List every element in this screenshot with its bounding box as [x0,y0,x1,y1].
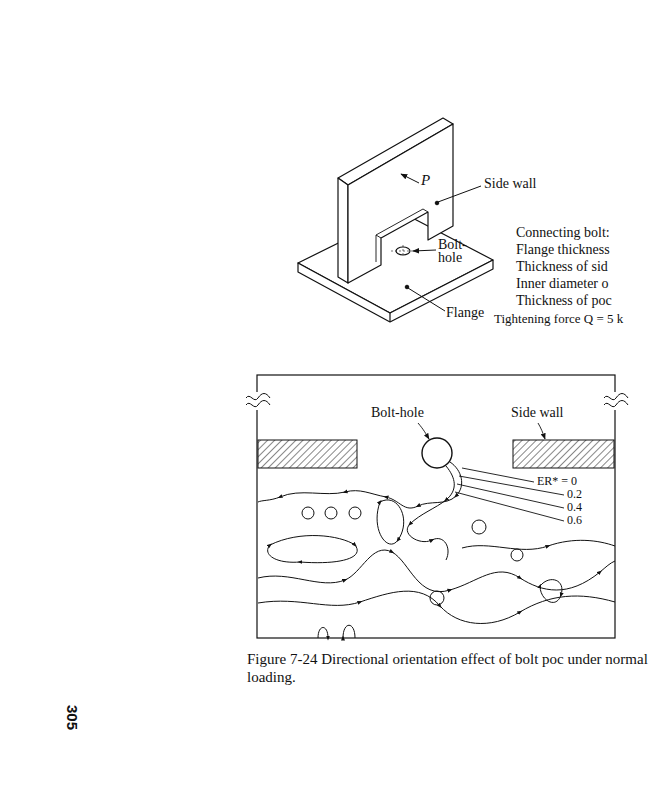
contour [462,540,615,549]
leader-arrow [538,423,545,439]
part-name: Side wall [511,405,564,421]
bracket-sketch [298,118,493,322]
contour [258,591,615,623]
leader-line [462,468,534,482]
part-name: Side wall [484,176,537,192]
load-arrow [401,174,419,183]
contour-loop [540,580,562,603]
leader-arrow [418,423,429,439]
figure-caption: Figure 7-24 Directional orientation effe… [247,650,650,686]
leader-dot [435,201,439,205]
spec-note: Connecting bolt: [516,225,610,241]
small-loops [302,507,523,605]
leader-arrow [413,250,436,251]
wall-side [338,178,348,283]
contour-value: 0.4 [567,500,582,514]
notch-depth [376,209,428,262]
contour-value: 0.6 [567,513,582,527]
part-name: Bolt- hole [438,238,482,264]
load-label: P [421,172,430,188]
spec-note: Tightening force Q = 5 k [494,311,623,327]
break-mark [246,394,270,407]
break-mark [604,394,628,407]
spec-note: Flange thickness [516,242,610,258]
contour-lines [258,462,615,638]
flow-field [246,375,628,638]
part-name: Bolt-hole [371,405,424,421]
contour-value: ER* = 0 [537,474,577,488]
frame [257,375,615,638]
flange-corner [389,313,390,322]
bolt-hole-circle [422,438,452,468]
leader-line [408,288,445,311]
page-number: 305 [64,705,80,730]
contour-loop [349,507,361,519]
figure-leaders [418,423,564,521]
side-wall-face [348,124,453,283]
contour-loop [302,507,314,519]
leader-line [438,186,481,202]
contour-value: 0.2 [567,487,582,501]
part-name: Flange [446,305,484,321]
side-wall-section [513,440,614,468]
contour-loop [472,520,486,534]
contour-loop [325,507,337,519]
contour [258,462,462,508]
contour-loop [511,549,523,561]
side-wall-section [258,440,357,468]
spec-note: Thickness of poc [516,293,612,309]
flange-edge [298,260,493,322]
contour [407,466,454,560]
center-lines [391,245,415,257]
contour-loop [377,500,404,544]
contour-arches [318,625,355,638]
leader-dot [405,285,409,289]
sketch-leaders [401,174,481,311]
spec-note: Thickness of sid [516,259,608,275]
spec-note: Inner diameter o [516,276,609,292]
leader-line [455,492,564,521]
contour-loop [430,591,444,605]
contour-loop [268,536,358,563]
